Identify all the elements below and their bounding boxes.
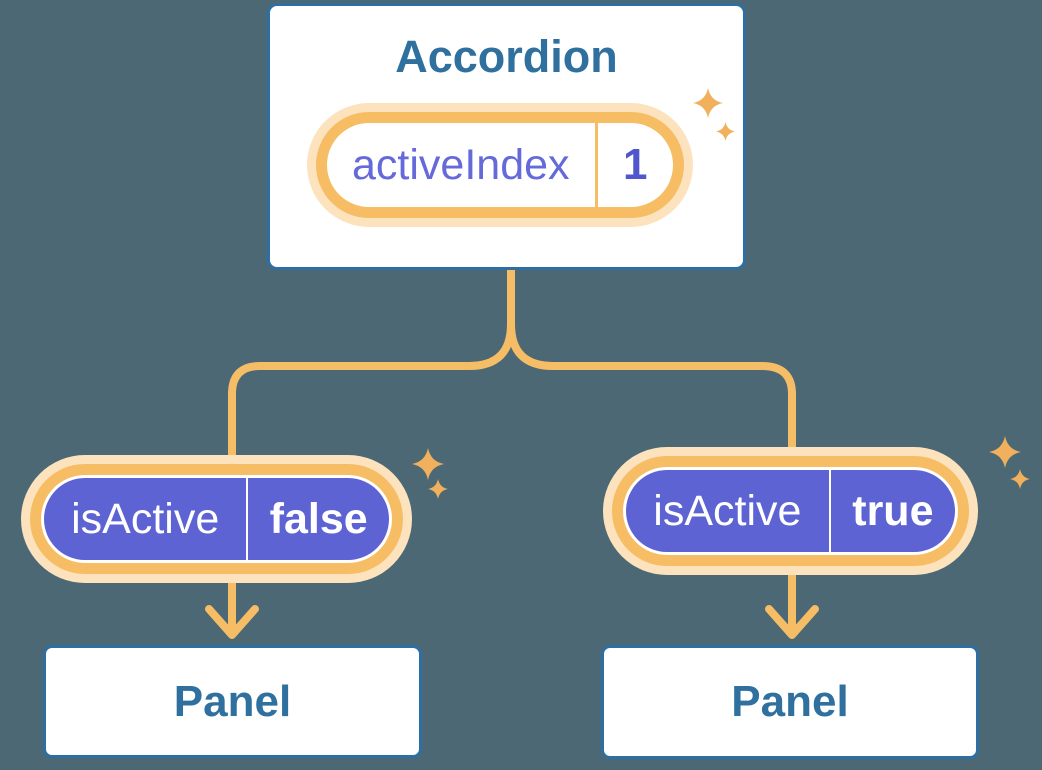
prop-pill-ring: isActive true (612, 456, 969, 566)
state-pill-name: activeIndex (352, 140, 570, 189)
accordion-card: Accordion activeIndex 1 (267, 3, 746, 270)
state-pill-value: 1 (623, 140, 648, 189)
accordion-title: Accordion (395, 31, 618, 82)
connector-right-branch (507, 265, 796, 636)
prop-pill-value: true (852, 486, 934, 535)
prop-pill-divider (828, 470, 831, 552)
sparkle-icon (989, 436, 1030, 489)
prop-pill-ring: isActive false (30, 464, 403, 574)
panel-label: Panel (731, 677, 849, 726)
arrowhead-left-icon (205, 605, 259, 639)
arrowhead-right-icon (765, 605, 819, 639)
state-pill: activeIndex 1 (307, 103, 693, 227)
prop-pill-isactive-false: isActive false (21, 455, 412, 583)
prop-pill-gap: isActive false (41, 475, 392, 563)
prop-pill-value: false (269, 494, 368, 543)
state-pill-divider (594, 123, 598, 207)
prop-pill-body: isActive false (44, 478, 389, 560)
panel-box-left: Panel (43, 645, 422, 758)
panel-label: Panel (173, 676, 292, 726)
panel-box-right: Panel (601, 645, 979, 759)
state-pill-body: activeIndex 1 (327, 123, 673, 207)
prop-pill-name: isActive (653, 486, 802, 535)
prop-pill-name: isActive (71, 494, 220, 543)
sparkle-icon (412, 448, 448, 499)
prop-pill-divider (246, 478, 249, 560)
prop-pill-isactive-true: isActive true (603, 447, 978, 575)
state-pill-ring: activeIndex 1 (316, 112, 684, 218)
prop-pill-body: isActive true (626, 470, 955, 552)
prop-pill-gap: isActive true (623, 467, 958, 555)
sparkle-icon (693, 88, 735, 141)
